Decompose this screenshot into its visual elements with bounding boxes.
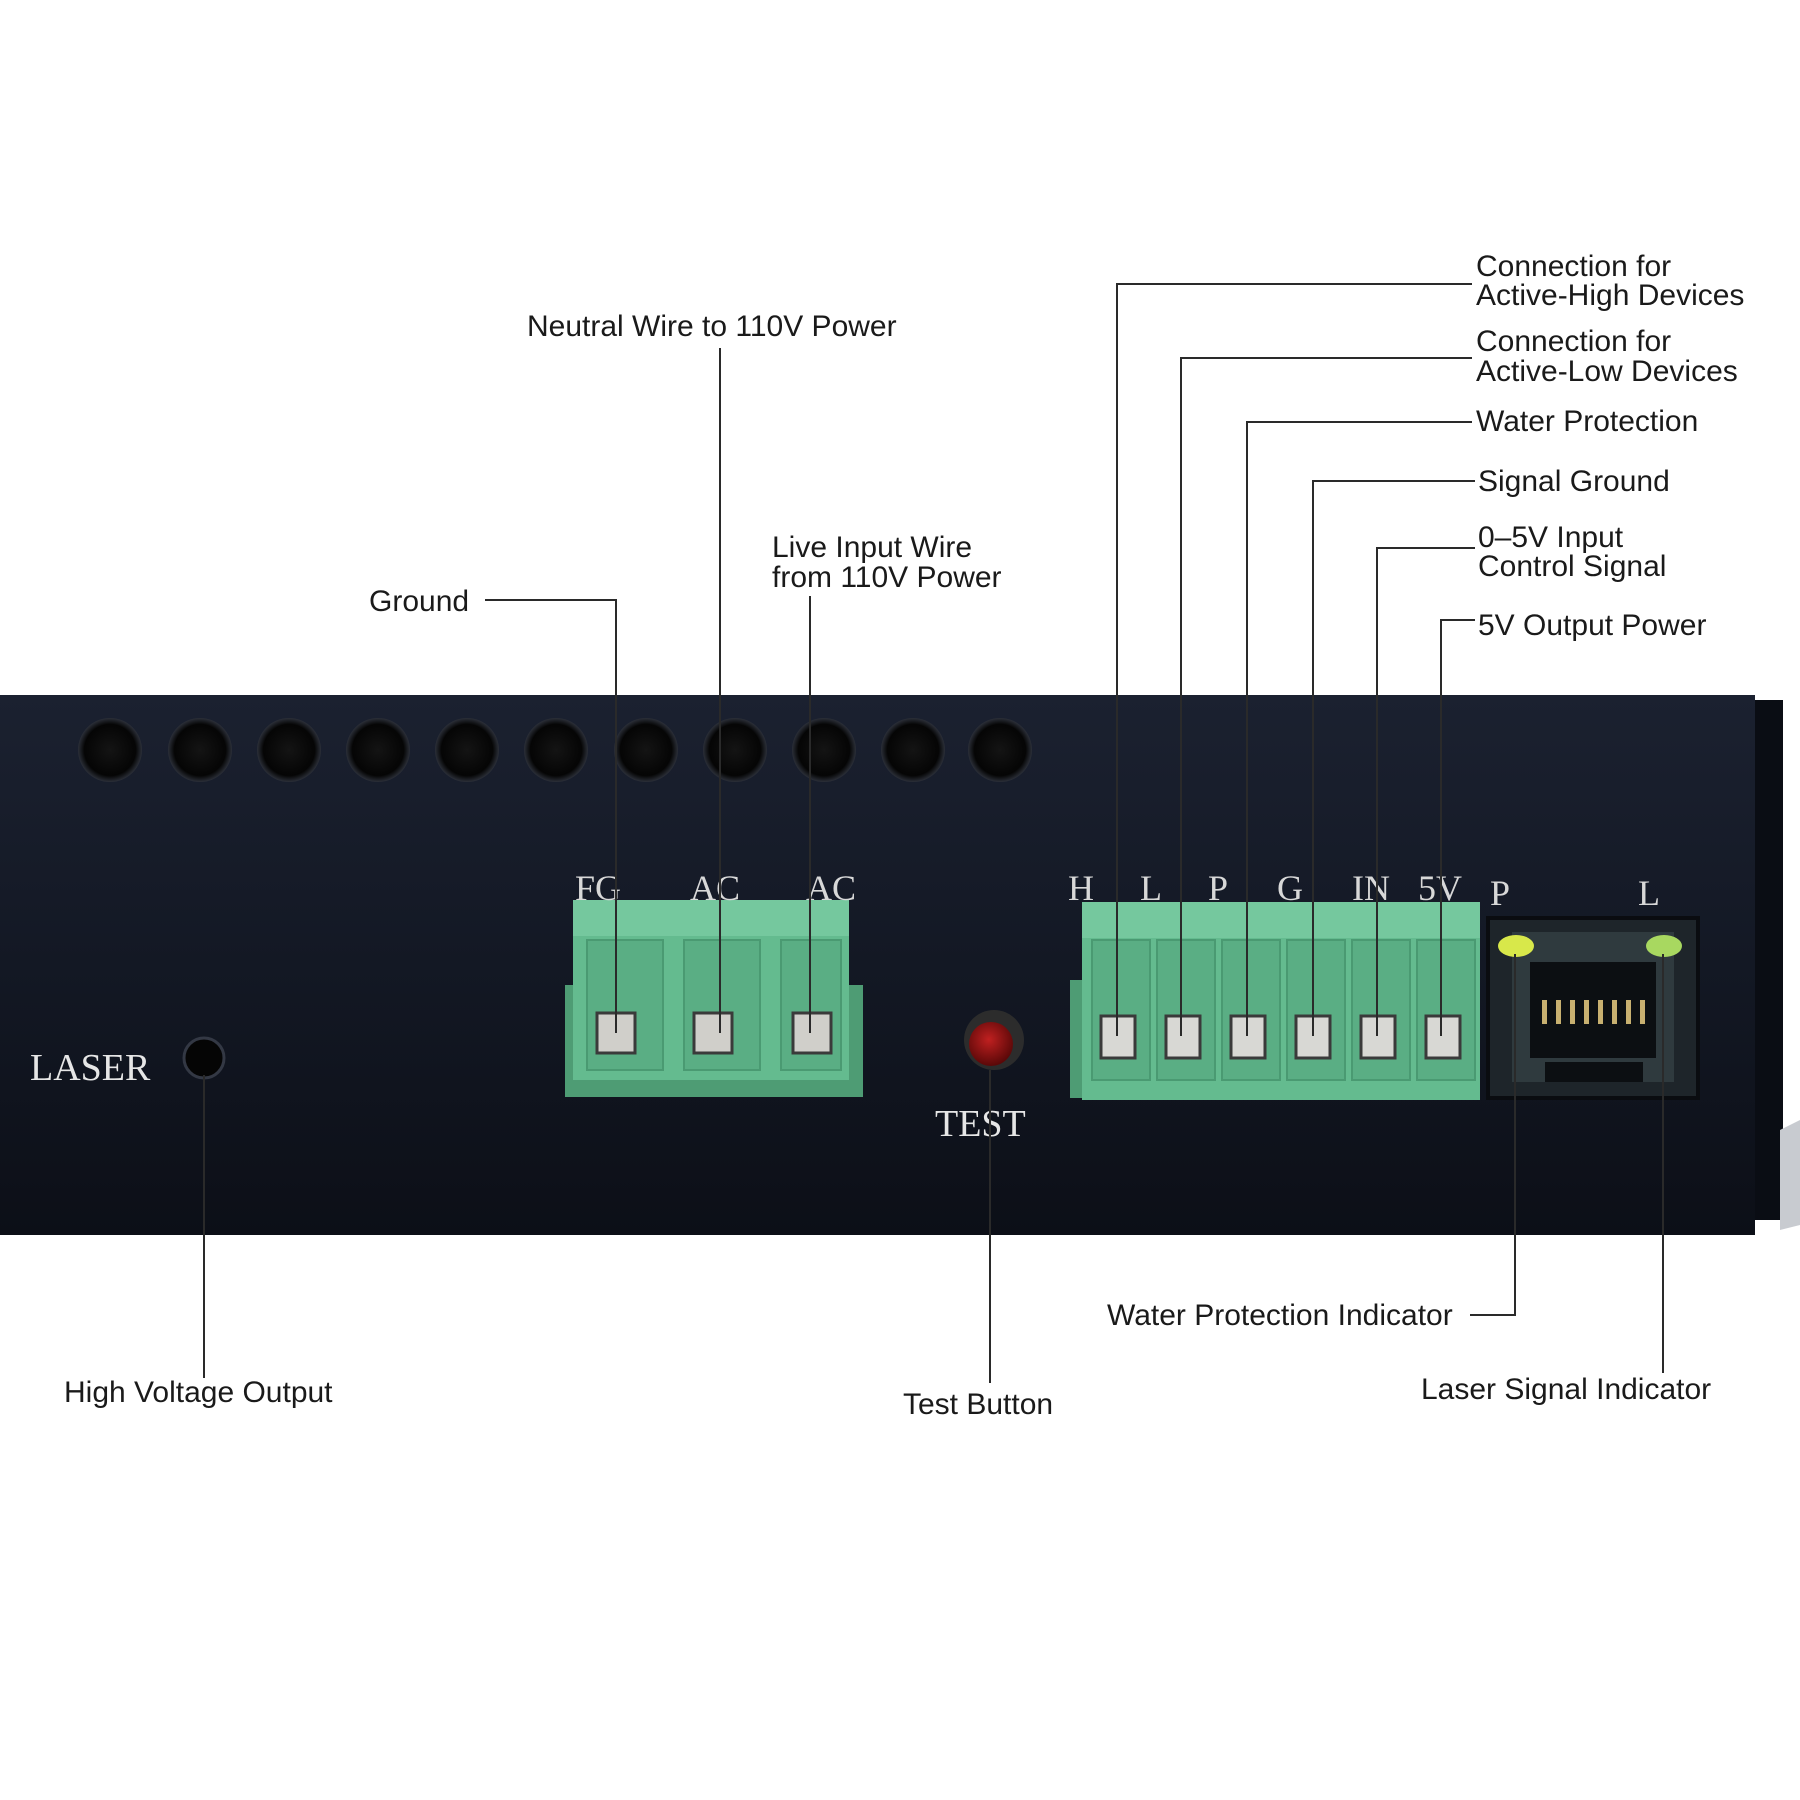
vent-holes xyxy=(78,718,1032,782)
callout-high-voltage-output: High Voltage Output xyxy=(64,1376,333,1409)
l-terminal-screw xyxy=(1164,1014,1202,1060)
terminal-label-ac: AC xyxy=(806,868,856,908)
callout-test-button: Test Button xyxy=(903,1388,1053,1421)
terminal-label-g: G xyxy=(1277,868,1303,908)
callout-output-power: 5V Output Power xyxy=(1478,609,1706,642)
terminal-label-p: P xyxy=(1208,868,1228,908)
callout-neutral-wire: Neutral Wire to 110V Power xyxy=(527,310,897,343)
callout-active-high-line2: Active-High Devices xyxy=(1476,279,1744,312)
callout-signal-ground: Signal Ground xyxy=(1478,465,1670,498)
terminal-label-h: H xyxy=(1068,868,1094,908)
test-silk-label: TEST xyxy=(935,1103,1026,1145)
leader-lines xyxy=(203,283,1664,1383)
terminal-label-in: IN xyxy=(1352,868,1390,908)
callout-live-wire-line2: from 110V Power xyxy=(772,561,1002,594)
terminal-label-fg: FG xyxy=(575,868,621,908)
callout-active-low-line2: Active-Low Devices xyxy=(1476,355,1738,388)
test-button[interactable] xyxy=(964,1010,1024,1070)
5v-terminal-screw xyxy=(1424,1014,1462,1060)
indicator-label-l: L xyxy=(1638,873,1660,913)
water-protection-indicator-led xyxy=(1498,935,1534,957)
callout-active-high-line1: Connection for xyxy=(1476,250,1671,283)
callout-ground: Ground xyxy=(369,585,469,618)
callout-live-wire-line1: Live Input Wire xyxy=(772,531,972,564)
terminal-label-l: L xyxy=(1140,868,1162,908)
callout-active-low-line1: Connection for xyxy=(1476,325,1671,358)
callout-laser-signal-indicator: Laser Signal Indicator xyxy=(1421,1373,1711,1406)
laser-signal-indicator-led xyxy=(1646,935,1682,957)
signal-terminal-block xyxy=(1070,902,1480,1100)
callout-water-protection: Water Protection xyxy=(1476,405,1698,438)
callout-input-control-line2: Control Signal xyxy=(1478,550,1666,583)
laser-silk-label: LASER xyxy=(30,1047,151,1089)
callout-water-protection-indicator: Water Protection Indicator xyxy=(1107,1299,1453,1332)
terminal-label-ac: AC xyxy=(690,868,740,908)
high-voltage-output-port xyxy=(182,1036,226,1080)
ac-terminal-screw xyxy=(692,1011,734,1055)
callout-input-control-line1: 0–5V Input xyxy=(1478,521,1624,554)
ac-terminal-block xyxy=(565,900,863,1097)
indicator-label-p: P xyxy=(1490,873,1510,913)
ac-terminal-screw xyxy=(791,1011,833,1055)
